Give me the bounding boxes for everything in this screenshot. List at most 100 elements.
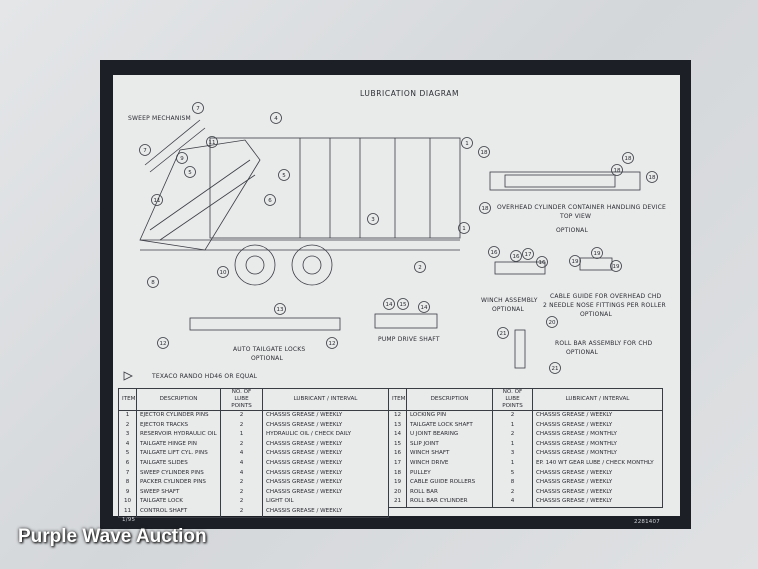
cell-description: TAILGATE LIFT CYL. PINS xyxy=(136,449,221,459)
cell-points: 1 xyxy=(492,439,533,450)
cell-points: 4 xyxy=(220,468,263,479)
cell-lubricant: CHASSIS GREASE / WEEKLY xyxy=(262,439,389,450)
callout-number: 1 xyxy=(462,226,466,232)
callout-number: 17 xyxy=(525,252,532,258)
callout-circle xyxy=(274,303,286,315)
callout-circle xyxy=(546,316,558,328)
callout-number: 18 xyxy=(482,206,489,212)
callout-number: 19 xyxy=(594,251,601,257)
callout-circle xyxy=(522,248,534,260)
callout-circle xyxy=(397,298,409,310)
callout-number: 20 xyxy=(549,320,556,326)
callout-circle xyxy=(622,152,634,164)
callout-circle xyxy=(157,337,169,349)
cell-description: ROLL BAR xyxy=(406,487,493,498)
cell-description: TAILGATE HINGE PIN xyxy=(136,439,221,450)
callout-circle xyxy=(497,327,509,339)
callout-circle xyxy=(646,171,658,183)
triangle-note-icon xyxy=(123,371,133,381)
cell-description: WINCH DRIVE xyxy=(406,458,493,469)
table-header-row: ITEM DESCRIPTION NO. OF LUBE POINTS LUBR… xyxy=(118,388,389,411)
callout-circle xyxy=(549,362,561,374)
cell-points: 2 xyxy=(492,487,533,498)
callout-circle xyxy=(192,102,204,114)
cell-item: 11 xyxy=(118,506,137,518)
callout-circle xyxy=(206,136,218,148)
cell-item: 19 xyxy=(388,478,407,488)
callout-number: 12 xyxy=(160,341,167,347)
callout-circle xyxy=(278,169,290,181)
cell-item: 17 xyxy=(388,458,407,469)
cell-description: LOCKING PIN xyxy=(406,410,493,421)
truck-body-drawing xyxy=(139,119,641,369)
callout-number: 7 xyxy=(196,106,200,112)
callout-number: 15 xyxy=(400,302,407,308)
callout-circle xyxy=(611,164,623,176)
callout-number: 8 xyxy=(151,280,155,286)
callout-number: 9 xyxy=(180,156,184,162)
cell-item: 3 xyxy=(118,430,137,440)
callout-number: 2 xyxy=(418,265,422,271)
cell-points: 4 xyxy=(492,497,533,508)
callout-circle xyxy=(326,337,338,349)
cell-lubricant: CHASSIS GREASE / WEEKLY xyxy=(262,506,389,518)
callout-number: 18 xyxy=(614,168,621,174)
callout-number: 4 xyxy=(274,116,278,122)
callout-number: 5 xyxy=(282,173,286,179)
callout-number: 3 xyxy=(371,217,375,223)
cell-item: 13 xyxy=(388,420,407,431)
cell-item: 21 xyxy=(388,497,407,508)
cell-item: 14 xyxy=(388,430,407,440)
callout-circle xyxy=(458,222,470,234)
callout-number: 19 xyxy=(613,264,620,270)
diagram-title: LUBRICATION DIAGRAM xyxy=(360,89,460,98)
cell-points: 2 xyxy=(220,439,263,450)
callout-number: 13 xyxy=(277,307,284,313)
label-winch: WINCH ASSEMBLY xyxy=(481,297,538,304)
cell-lubricant: CHASSIS GREASE / WEEKLY xyxy=(262,468,389,479)
cell-item: 20 xyxy=(388,487,407,498)
cell-item: 9 xyxy=(118,487,137,498)
callout-number: 18 xyxy=(649,175,656,181)
callout-circle xyxy=(367,213,379,225)
label-roll-bar: ROLL BAR ASSEMBLY FOR CHD xyxy=(555,340,653,347)
table-header-row: ITEM DESCRIPTION NO. OF LUBE POINTS LUBR… xyxy=(388,388,663,411)
callout-circle xyxy=(147,276,159,288)
label-optional-overhead: OPTIONAL xyxy=(556,227,589,234)
callout-number: 5 xyxy=(188,170,192,176)
callout-number: 6 xyxy=(268,198,272,204)
callout-circle xyxy=(184,166,196,178)
cell-description: SLIP JOINT xyxy=(406,439,493,450)
cell-points: 5 xyxy=(492,468,533,479)
label-optional-cable: OPTIONAL xyxy=(580,311,613,318)
cell-lubricant: CHASSIS GREASE / MONTHLY xyxy=(532,439,663,450)
lube-table-right: ITEM DESCRIPTION NO. OF LUBE POINTS LUBR… xyxy=(388,388,663,508)
cell-lubricant: EP. 140 WT GEAR LUBE / CHECK MONTHLY xyxy=(532,458,663,469)
callout-number: 18 xyxy=(625,156,632,162)
cell-item: 6 xyxy=(118,458,137,469)
cell-lubricant: CHASSIS GREASE / WEEKLY xyxy=(262,449,389,459)
cell-lubricant: CHASSIS GREASE / WEEKLY xyxy=(262,487,389,498)
cell-points: 3 xyxy=(492,449,533,459)
cell-lubricant: LIGHT OIL xyxy=(262,497,389,507)
callout-circle xyxy=(610,260,622,272)
cell-lubricant: CHASSIS GREASE / WEEKLY xyxy=(532,478,663,488)
cell-item: 1 xyxy=(118,410,137,421)
cell-description: RESERVOIR HYDRAULIC OIL xyxy=(136,430,221,440)
callout-circle xyxy=(488,246,500,258)
header-item: ITEM xyxy=(388,388,407,411)
cell-points: 4 xyxy=(220,449,263,459)
cell-item: 4 xyxy=(118,439,137,450)
